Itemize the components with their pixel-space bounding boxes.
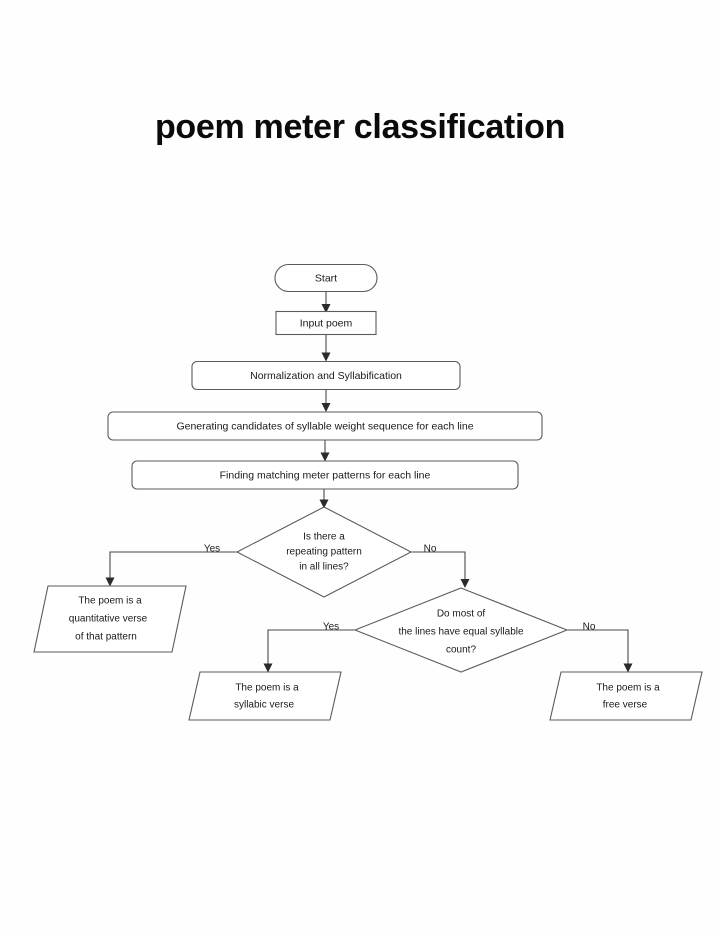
node-out-quant-line3: of that pattern: [75, 632, 137, 643]
edge-label-yes-1: Yes: [204, 544, 220, 555]
node-out-quant-line2: quantitative verse: [69, 614, 148, 625]
edge-label-yes-2: Yes: [323, 622, 339, 633]
node-normalization-label: Normalization and Syllabification: [250, 370, 402, 382]
node-layer: Start Input poem Normalization and Sylla…: [33, 263, 703, 721]
node-out-syllabic-line2: syllabic verse: [234, 700, 294, 711]
edge-decision1-yes: Yes: [105, 544, 237, 587]
edge-decision1-no: No: [411, 544, 470, 588]
edge-label-no-1: No: [424, 544, 437, 555]
edge-candidates-matching: [320, 440, 330, 462]
node-decision1-line2: repeating pattern: [286, 547, 362, 558]
node-out-quant-line1: The poem is a: [78, 596, 142, 607]
node-input-poem-label: Input poem: [300, 317, 353, 329]
node-finding-matching[interactable]: Finding matching meter patterns for each…: [131, 460, 519, 490]
node-output-syllabic-verse[interactable]: The poem is a syllabic verse: [188, 671, 342, 721]
edge-normalize-candidates: [321, 389, 331, 412]
node-generating-candidates[interactable]: Generating candidates of syllable weight…: [107, 411, 543, 441]
edge-start-input: [321, 291, 331, 313]
edge-decision2-no: No: [567, 622, 633, 673]
edge-input-normalize: [321, 334, 331, 362]
edge-label-no-2: No: [583, 622, 596, 633]
node-input-poem[interactable]: Input poem: [275, 310, 377, 336]
page-title: poem meter classification: [154, 108, 566, 146]
edge-layer: Yes No Yes No: [105, 291, 633, 673]
node-decision1-line3: in all lines?: [299, 562, 349, 573]
node-out-syllabic-line1: The poem is a: [235, 683, 299, 694]
node-decision-repeating-pattern[interactable]: Is there a repeating pattern in all line…: [235, 506, 413, 598]
node-output-free-verse[interactable]: The poem is a free verse: [549, 671, 703, 721]
node-output-quantitative-verse[interactable]: The poem is a quantitative verse of that…: [33, 585, 187, 653]
node-decision-equal-syllable-count[interactable]: Do most of the lines have equal syllable…: [353, 587, 569, 673]
node-normalization[interactable]: Normalization and Syllabification: [191, 360, 461, 391]
node-decision2-line3: count?: [446, 645, 476, 656]
node-decision1-line1: Is there a: [303, 532, 345, 543]
node-decision2-line1: Do most of: [437, 609, 486, 620]
node-generating-candidates-label: Generating candidates of syllable weight…: [176, 420, 473, 432]
node-out-free-line2: free verse: [603, 700, 648, 711]
edge-decision2-yes: Yes: [263, 622, 355, 673]
node-start[interactable]: Start: [274, 263, 378, 293]
node-start-label: Start: [315, 272, 337, 284]
node-finding-matching-label: Finding matching meter patterns for each…: [220, 469, 431, 481]
node-decision2-line2: the lines have equal syllable: [398, 627, 524, 638]
node-out-free-line1: The poem is a: [596, 683, 660, 694]
edge-matching-decision1: [319, 489, 329, 509]
